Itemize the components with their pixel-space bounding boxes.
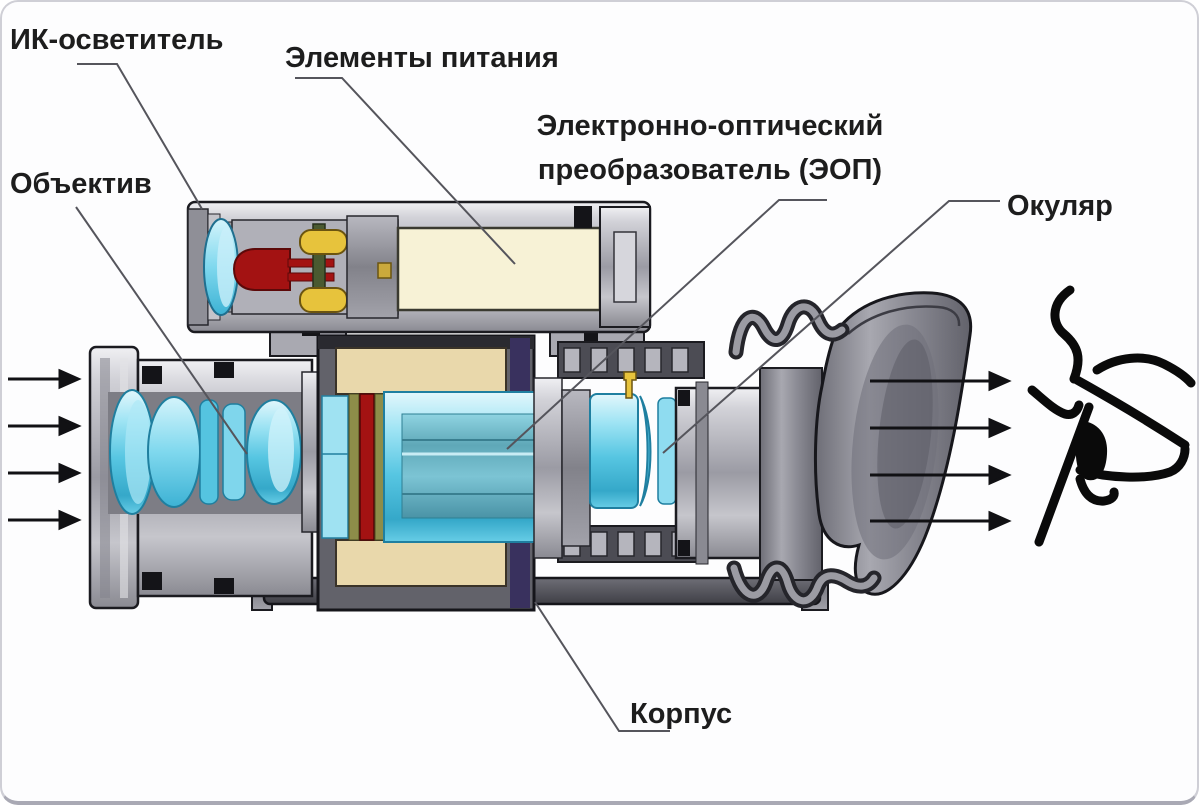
- eye-pupil: [1075, 420, 1108, 481]
- incoming-light-arrows: [8, 368, 82, 531]
- eye-lower-lash: [1075, 474, 1119, 506]
- ir-lens: [203, 218, 239, 316]
- objective-section: [88, 345, 325, 610]
- leader-ir-illuminator: [77, 63, 203, 210]
- leader-objective: [75, 206, 248, 455]
- incoming-light-arrow: [8, 368, 82, 390]
- label-intensifier-line1: Электронно-оптический: [536, 110, 884, 142]
- label-ir-illuminator: ИК-осветитель: [10, 24, 224, 56]
- objective-lens-group: [109, 389, 302, 515]
- tube-ring-red: [359, 393, 375, 541]
- eyecup-bellows: [726, 299, 882, 609]
- outgoing-light-arrow: [870, 417, 1012, 439]
- potting-bottom: [335, 539, 507, 587]
- outgoing-light-arrow: [870, 464, 1012, 486]
- potting-top: [335, 347, 507, 395]
- eyepiece-lens-group: [589, 393, 677, 509]
- eyecup-section: [726, 291, 973, 609]
- outgoing-light-arrows: [870, 370, 1012, 532]
- battery-cell: [396, 226, 602, 312]
- leader-lines: [75, 63, 1000, 732]
- label-batteries: Элементы питания: [285, 42, 559, 74]
- eye-sketch: [1027, 285, 1196, 547]
- leader-eyepiece: [662, 200, 1000, 454]
- ir-illuminator-section: [186, 200, 652, 357]
- label-objective: Объектив: [10, 168, 152, 200]
- label-body: Корпус: [630, 698, 733, 730]
- outgoing-light-arrow: [870, 510, 1012, 532]
- leader-body: [534, 601, 670, 732]
- label-eyepiece: Окуляр: [1007, 190, 1113, 222]
- label-intensifier-line2: преобразователь (ЭОП): [537, 154, 883, 187]
- incoming-light-arrow: [8, 462, 82, 484]
- leader-intensifier: [506, 199, 827, 450]
- eye-lower-lid: [1075, 444, 1190, 482]
- eyepiece-contact: [623, 371, 637, 399]
- incoming-light-arrow: [8, 509, 82, 531]
- outgoing-light-arrow: [870, 370, 1012, 392]
- eye-brow-bridge: [1050, 285, 1083, 384]
- eye-inner-corner: [1027, 385, 1084, 419]
- leader-batteries: [295, 77, 516, 265]
- ir-led: [232, 248, 335, 291]
- eye-upper-lid: [1072, 375, 1190, 450]
- contact-screw: [377, 262, 392, 279]
- incoming-light-arrow: [8, 415, 82, 437]
- eye-brow: [1092, 353, 1196, 388]
- label-intensifier: Электронно-оптический преобразователь (Э…: [475, 104, 945, 192]
